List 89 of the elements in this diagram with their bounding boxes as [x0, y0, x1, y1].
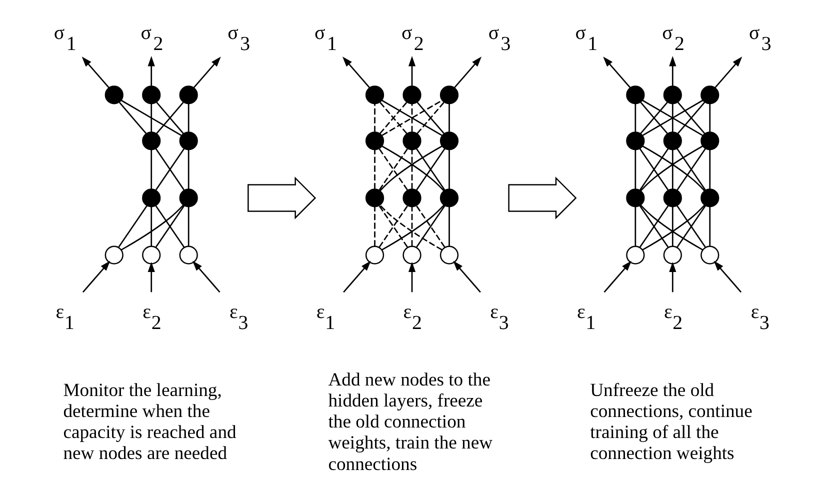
connector	[448, 150, 450, 190]
node-circle	[104, 86, 124, 104]
connector	[374, 206, 376, 246]
connector	[672, 206, 674, 246]
node-circle	[179, 132, 198, 150]
arrow	[82, 56, 110, 88]
connector	[188, 150, 190, 190]
connector	[118, 205, 148, 248]
node-circle	[700, 188, 720, 208]
node-circle	[179, 188, 198, 208]
node-arrow	[248, 176, 316, 220]
node-circle	[663, 188, 682, 208]
connector	[121, 204, 184, 250]
arrow	[714, 260, 742, 293]
connector	[448, 206, 450, 246]
arrow	[148, 56, 155, 86]
node-circle	[700, 246, 720, 264]
node-circle	[365, 188, 384, 208]
arrow	[408, 56, 416, 86]
node-circle	[440, 86, 459, 104]
connector	[156, 102, 184, 134]
node-circle	[179, 246, 198, 264]
arrow	[408, 262, 416, 292]
node-circle	[440, 188, 459, 208]
node-circle	[663, 132, 682, 150]
connector	[634, 150, 636, 190]
arrow	[148, 262, 155, 292]
node-circle	[365, 132, 384, 150]
connector	[411, 206, 413, 246]
arrow	[193, 56, 221, 88]
connector	[374, 150, 376, 190]
node-circle	[142, 86, 161, 104]
connector	[120, 100, 182, 136]
connector	[709, 104, 711, 132]
node-circle	[626, 132, 645, 150]
connector	[188, 104, 190, 132]
connector	[150, 104, 152, 132]
connector	[374, 104, 376, 132]
connector	[118, 102, 147, 134]
connector	[155, 148, 185, 190]
node-circle	[142, 132, 161, 150]
connector	[634, 206, 636, 246]
node-circle	[440, 132, 459, 150]
connector	[411, 150, 413, 190]
node-circle	[142, 188, 161, 208]
connector	[448, 104, 450, 132]
node-circle	[626, 246, 645, 264]
node-circle	[700, 132, 720, 150]
node-circle	[440, 246, 459, 264]
arrow	[192, 260, 220, 293]
node-circle	[626, 188, 645, 208]
label: Unfreeze the old connections, continue training of all the connection weights	[590, 380, 752, 464]
node-circle	[626, 86, 645, 104]
arrow	[669, 262, 676, 292]
node-circle	[402, 132, 422, 150]
node-circle	[700, 86, 720, 104]
node-circle	[104, 246, 124, 264]
node-circle	[663, 246, 682, 264]
arrow	[669, 56, 676, 86]
connector	[639, 148, 669, 190]
node-circle	[663, 86, 682, 104]
connector	[150, 206, 152, 246]
arrow	[343, 260, 371, 293]
connector	[672, 104, 674, 132]
arrow	[453, 260, 481, 293]
node-circle	[179, 86, 198, 104]
label: Add new nodes to the hidden layers, freeze the old connection weights, train the new connections	[328, 369, 493, 475]
node-circle	[365, 86, 384, 104]
node-circle	[402, 246, 422, 264]
arrow	[604, 260, 632, 293]
arrow	[82, 260, 110, 293]
connector	[709, 150, 711, 190]
connector	[188, 206, 190, 246]
connector	[672, 150, 674, 190]
node-arrow	[508, 176, 577, 220]
connector	[640, 102, 668, 134]
node-circle	[402, 188, 422, 208]
arrow	[603, 56, 631, 88]
arrow	[342, 56, 370, 88]
arrow	[714, 56, 742, 88]
node-circle	[142, 246, 161, 264]
node-circle	[365, 246, 384, 264]
connector	[634, 104, 636, 132]
label: Monitor the learning, determine when the capacity is reached and new nodes are needed	[63, 380, 236, 464]
node-circle	[402, 86, 422, 104]
arrow	[454, 56, 482, 88]
connector	[709, 206, 711, 246]
connector	[411, 104, 413, 132]
connector	[150, 150, 152, 190]
